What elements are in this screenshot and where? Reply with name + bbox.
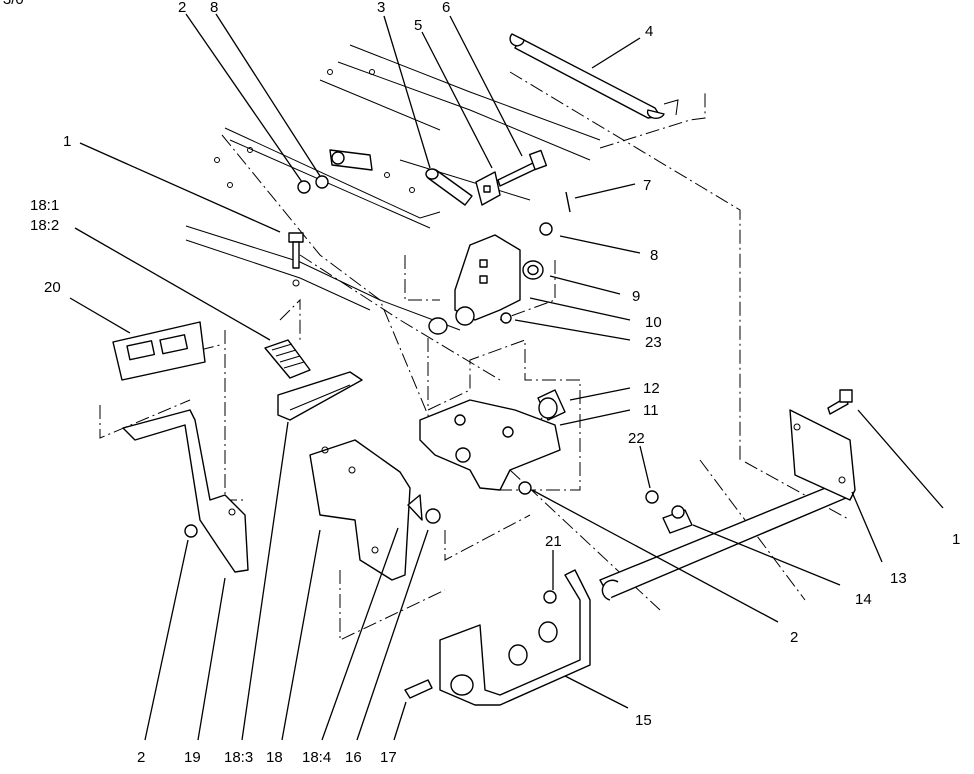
callout-14: 14 xyxy=(855,591,872,608)
part-1-bolt-left xyxy=(288,232,304,269)
part-1-bolt-right xyxy=(827,389,853,415)
part-18-3-pedal-plate xyxy=(277,371,363,421)
part-23-nut xyxy=(500,312,512,324)
part-15-bracket xyxy=(439,569,591,706)
callout-2-bottom: 2 xyxy=(137,749,145,766)
callout-6: 6 xyxy=(442,0,450,16)
callout-1-left: 1 xyxy=(63,133,71,150)
callout-19: 19 xyxy=(184,749,201,766)
part-5-bracket xyxy=(475,171,501,206)
callout-13: 13 xyxy=(890,570,907,587)
callout-18-3: 18:3 xyxy=(224,749,253,766)
part-18-1-pad xyxy=(264,339,311,379)
callout-18-4: 18:4 xyxy=(302,749,331,766)
callout-labels: 2 8 3 6 5 4 1 7 18:1 18:2 8 20 9 10 23 1… xyxy=(30,0,960,766)
part-16-bushing xyxy=(425,508,441,524)
part-18-pedal-bracket xyxy=(309,439,423,581)
callout-9: 9 xyxy=(632,288,640,305)
part-4-bar xyxy=(509,33,679,119)
part-17-bolt xyxy=(404,679,433,699)
part-19-pedal-arm xyxy=(122,409,249,573)
part-20-pad xyxy=(112,321,206,381)
part-10-plate xyxy=(454,234,521,321)
callout-3: 3 xyxy=(377,0,385,16)
callout-18-1: 18:1 xyxy=(30,197,59,214)
callout-4: 4 xyxy=(645,23,653,40)
alignment-lines xyxy=(99,71,851,641)
callout-20: 20 xyxy=(44,279,61,296)
part-3-pin xyxy=(425,168,473,206)
callout-1-right: 1 xyxy=(952,531,960,548)
callout-18: 18 xyxy=(266,749,283,766)
callout-18-2: 18:2 xyxy=(30,217,59,234)
part-7-8-right xyxy=(539,191,571,236)
corner-text: 24 3/0 xyxy=(0,0,24,8)
leader-lines xyxy=(69,13,944,741)
callout-15: 15 xyxy=(635,712,652,729)
part-22-14-fittings xyxy=(645,490,693,534)
callout-7: 7 xyxy=(643,177,651,194)
callout-2-mid: 2 xyxy=(790,629,798,646)
callout-5: 5 xyxy=(414,17,422,34)
part-2-mid-nut xyxy=(518,481,532,495)
callout-22: 22 xyxy=(628,430,645,447)
callout-10: 10 xyxy=(645,314,662,331)
callout-23: 23 xyxy=(645,334,662,351)
part-bushings-pair xyxy=(428,306,475,335)
callout-21: 21 xyxy=(545,533,562,550)
part-12-bushing xyxy=(537,389,566,421)
callout-12: 12 xyxy=(643,380,660,397)
callout-17: 17 xyxy=(380,749,397,766)
callout-8-top: 8 xyxy=(210,0,218,16)
callout-2-top: 2 xyxy=(178,0,186,16)
chassis-frame xyxy=(185,44,601,331)
part-11-bracket xyxy=(419,399,561,491)
callout-8-right: 8 xyxy=(650,247,658,264)
part-2-8-top xyxy=(297,149,373,194)
part-6-bolt xyxy=(497,149,548,187)
callout-16: 16 xyxy=(345,749,362,766)
part-9-bushing xyxy=(522,260,544,280)
callout-11: 11 xyxy=(643,402,659,419)
